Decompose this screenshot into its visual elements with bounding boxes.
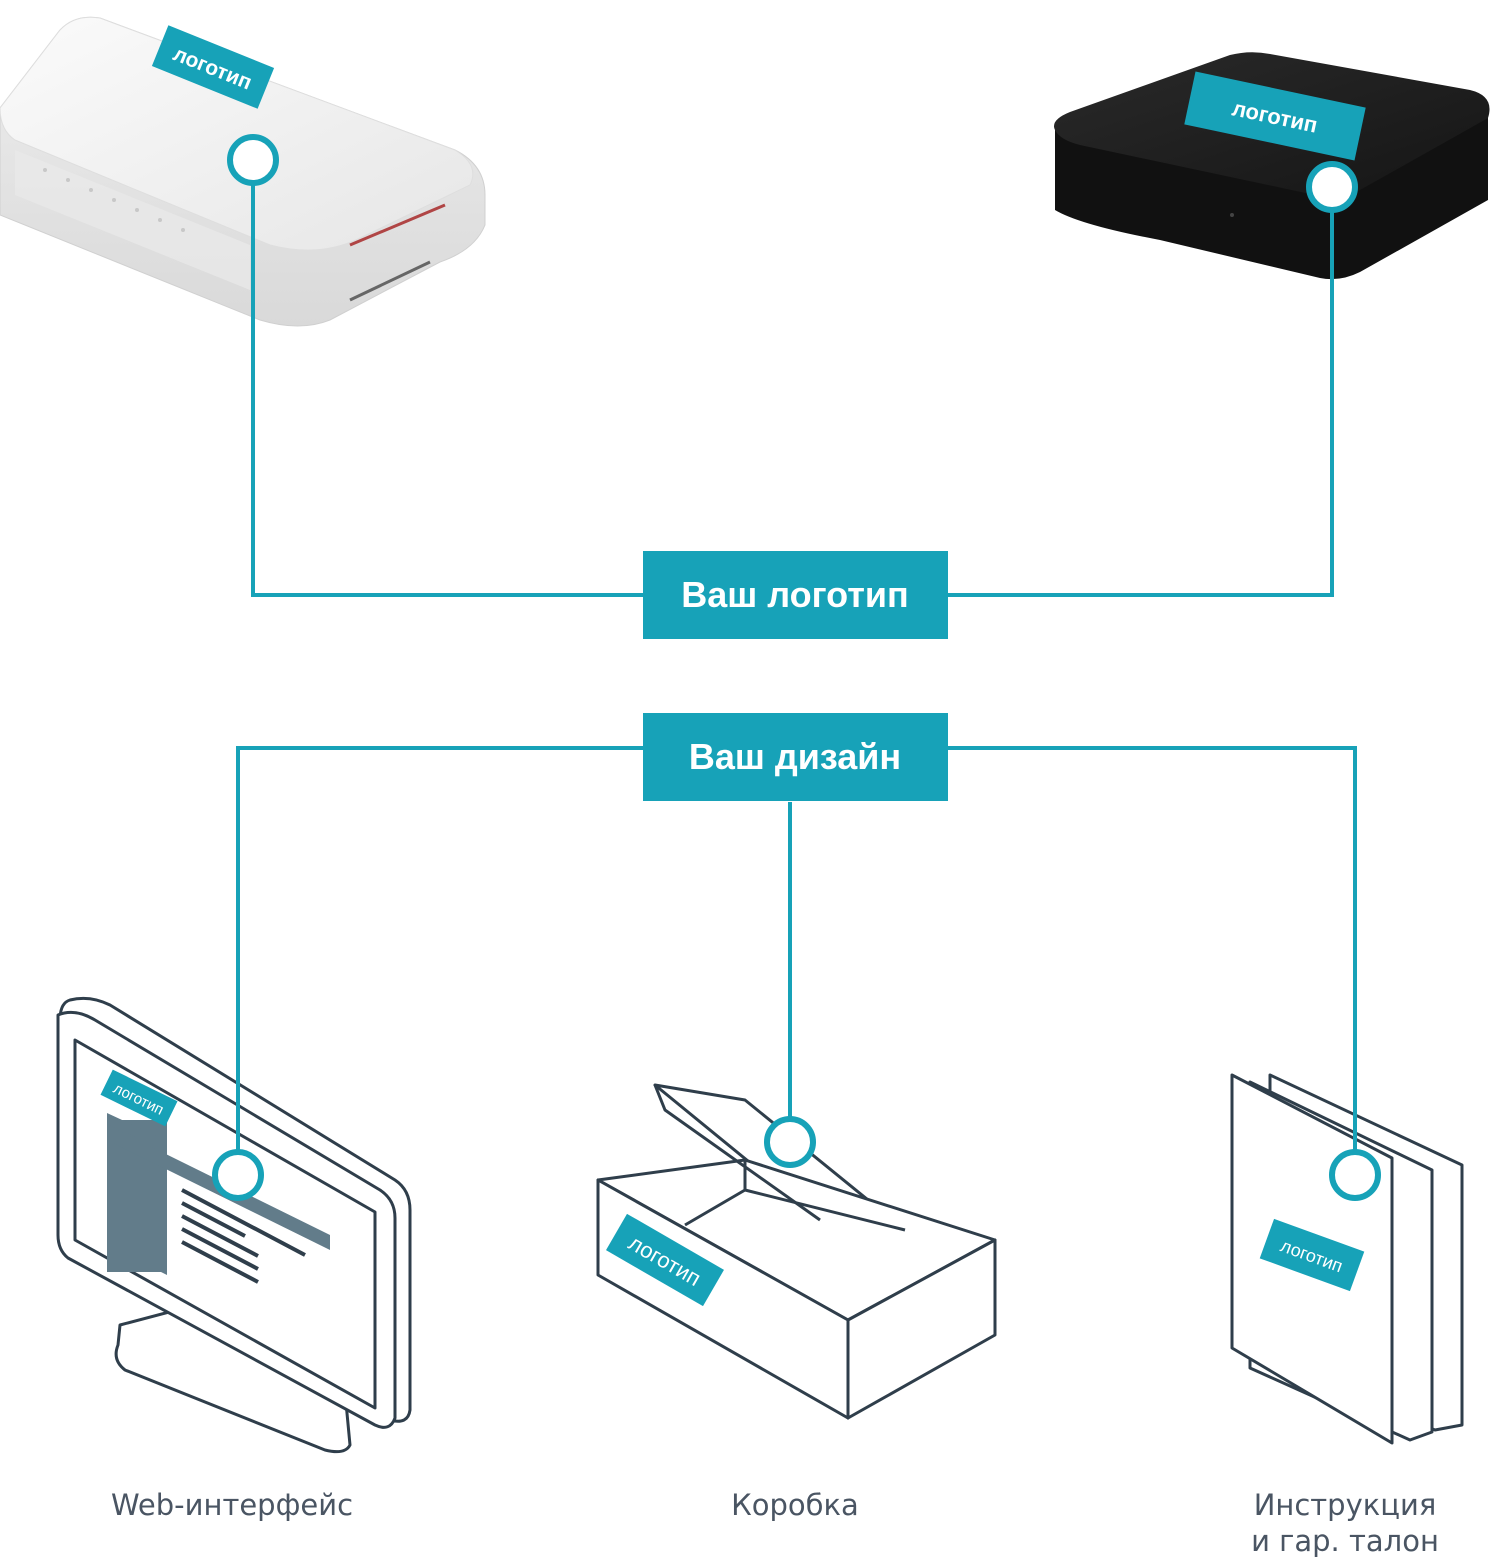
your-design-node: Ваш дизайн [643,713,948,801]
documents-icon: логотип [1230,1073,1464,1445]
caption-box: Коробка [731,1488,859,1522]
documents-connector-dot [1329,1149,1381,1201]
monitor-icon: логотип [56,996,412,1454]
your-design-label: Ваш дизайн [689,736,901,777]
monitor-connector-dot [212,1149,264,1201]
your-logo-node: Ваш логотип [643,551,948,639]
router-connector-dot [227,134,279,186]
router-logo-badge [151,25,275,109]
set-top-box-image: логотип [1054,52,1490,280]
box-connector-dot [764,1116,816,1168]
connector-lines [236,160,1357,1175]
black-box-connector-dot [1306,161,1358,213]
caption-documents: Инструкция и гар. талон [1230,1487,1460,1559]
caption-documents-line2: и гар. талон [1251,1524,1439,1558]
caption-web-interface: Web-интерфейс [110,1488,354,1522]
your-logo-label: Ваш логотип [681,574,909,615]
caption-documents-line1: Инструкция [1253,1488,1437,1522]
box-logo-badge [1184,71,1366,161]
